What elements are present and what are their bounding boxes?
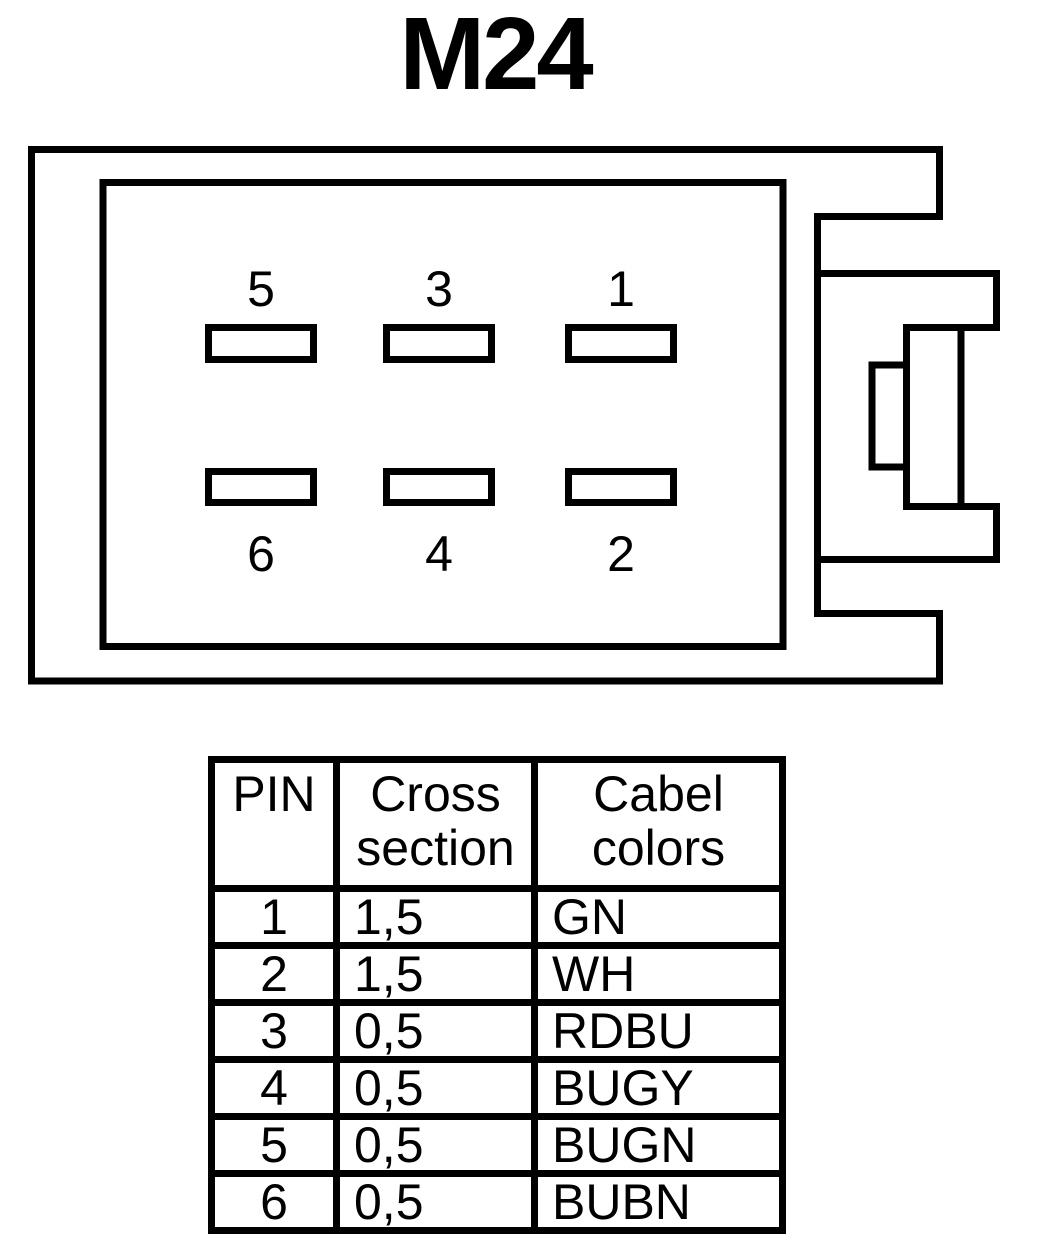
page-title: M24 (399, 0, 593, 111)
connector-inner-face (99, 179, 787, 650)
pin-label-5: 5 (247, 261, 275, 317)
column-header-cable-line2: colors (591, 820, 726, 876)
column-header-cross-line2: section (356, 820, 515, 876)
latch-lock-tab (868, 361, 910, 471)
table-row-pin-2: 2 1,5 WH (208, 942, 786, 1006)
cable-color-cell: BUGY (531, 1056, 786, 1120)
table-header-row: PIN Cross section Cabel colors (208, 756, 786, 892)
column-header-cable-colors: Cabel colors (531, 756, 786, 892)
cable-color-cell: BUGN (531, 1113, 786, 1177)
cable-color-cell: WH (531, 942, 786, 1006)
pin-label-1: 1 (607, 261, 635, 317)
cable-color-cell: RDBU (531, 999, 786, 1063)
cross-section-cell: 1,5 (333, 885, 538, 949)
pin-cell: 3 (208, 999, 340, 1063)
pin-cavity-1 (565, 324, 677, 363)
cable-color-cell: GN (531, 885, 786, 949)
pin-cavity-4 (383, 468, 495, 506)
connector-diagram: 5 3 1 6 4 2 (28, 146, 1000, 685)
column-header-pin-label: PIN (232, 766, 316, 822)
pin-label-4: 4 (425, 526, 453, 582)
pin-label-6: 6 (247, 526, 275, 582)
cross-section-cell: 0,5 (333, 1056, 538, 1120)
pin-cell: 4 (208, 1056, 340, 1120)
pin-cell: 2 (208, 942, 340, 1006)
latch-profile (814, 270, 1000, 563)
cross-section-cell: 0,5 (333, 1113, 538, 1177)
table-row-pin-1: 1 1,5 GN (208, 885, 786, 949)
cross-section-cell: 0,5 (333, 1170, 538, 1234)
column-header-cross-section: Cross section (333, 756, 538, 892)
pin-label-3: 3 (425, 261, 453, 317)
column-header-cable-line1: Cabel (593, 766, 724, 822)
pin-cavity-5 (205, 324, 317, 363)
pin-label-2: 2 (607, 526, 635, 582)
pin-cell: 1 (208, 885, 340, 949)
pin-cell: 6 (208, 1170, 340, 1234)
pin-cavity-2 (565, 468, 677, 506)
cross-section-cell: 0,5 (333, 999, 538, 1063)
pin-cavity-6 (205, 468, 317, 506)
table-row-pin-5: 5 0,5 BUGN (208, 1113, 786, 1177)
table-row-pin-3: 3 0,5 RDBU (208, 999, 786, 1063)
column-header-cross-line1: Cross (370, 766, 501, 822)
table-row-pin-4: 4 0,5 BUGY (208, 1056, 786, 1120)
pin-cavity-3 (383, 324, 495, 363)
cross-section-cell: 1,5 (333, 942, 538, 1006)
pin-cell: 5 (208, 1113, 340, 1177)
cable-color-cell: BUBN (531, 1170, 786, 1234)
column-header-pin: PIN (208, 756, 340, 892)
pinout-table: PIN Cross section Cabel colors 1 1,5 GN … (208, 756, 786, 1234)
table-row-pin-6: 6 0,5 BUBN (208, 1170, 786, 1234)
